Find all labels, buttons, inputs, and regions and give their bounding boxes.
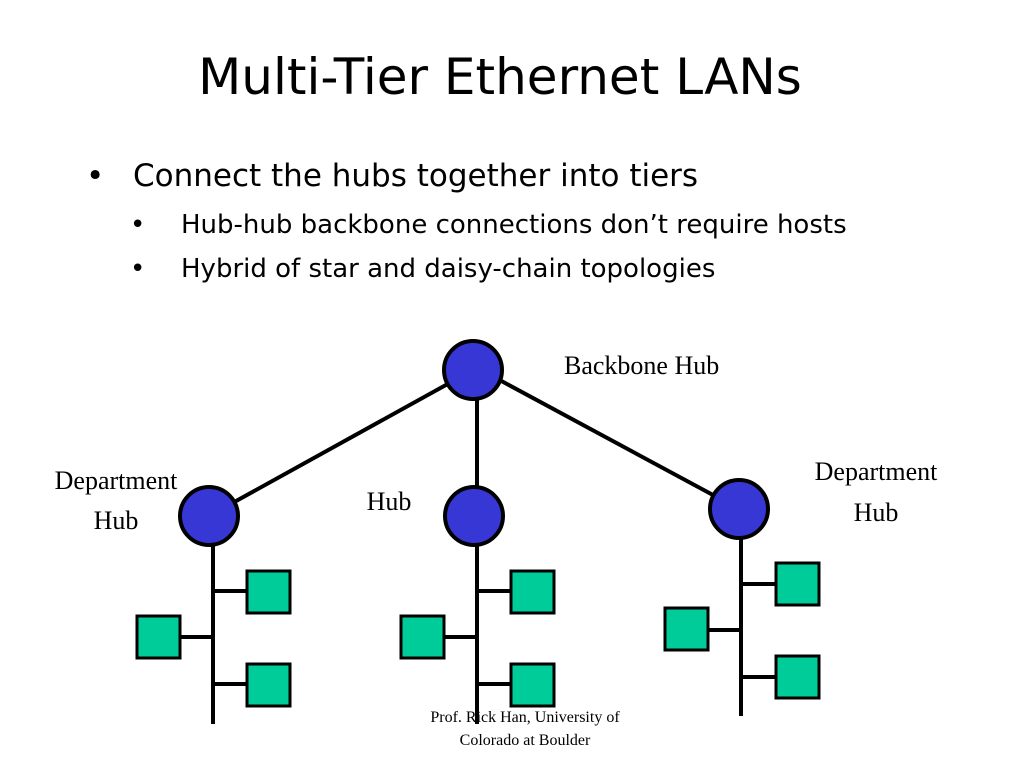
hosts — [135, 561, 821, 708]
host-node — [509, 662, 556, 708]
right-hub-label-line1: Department — [815, 457, 939, 486]
sub-bullet-text: Hub-hub backbone connections don’t requi… — [181, 210, 847, 240]
left-department-hub-node — [178, 485, 240, 547]
slide-title: Multi-Tier Ethernet LANs — [198, 48, 802, 106]
bullet-text: Connect the hubs together into tiers — [133, 158, 699, 194]
backbone-hub-node — [442, 339, 504, 401]
bullet-marker: • — [86, 158, 105, 194]
right-department-hub-node — [708, 478, 770, 540]
bullet-marker: • — [130, 254, 146, 284]
footer-line: Colorado at Boulder — [459, 732, 591, 749]
host-node — [399, 614, 446, 660]
host-node — [245, 662, 292, 708]
left-hub-label-line1: Department — [55, 466, 179, 495]
footer-line: Prof. Rick Han, University of — [430, 709, 620, 726]
bullet-list: • Connect the hubs together into tiers •… — [0, 0, 1024, 300]
host-node — [663, 606, 710, 652]
right-hub-label-line2: Hub — [854, 498, 899, 527]
host-node — [774, 654, 821, 700]
backbone-link-right — [480, 368, 740, 511]
hubs — [178, 339, 770, 547]
host-node — [774, 561, 821, 607]
host-node — [245, 569, 292, 615]
backbone-link-left — [208, 368, 474, 518]
footer-credit: Prof. Rick Han, University of Colorado a… — [372, 706, 678, 752]
bullet-marker: • — [130, 210, 146, 240]
backbone-hub-label: Backbone Hub — [564, 351, 719, 380]
host-node — [509, 569, 556, 615]
sub-bullet-text: Hybrid of star and daisy-chain topologie… — [181, 254, 716, 284]
center-hub-node — [443, 485, 505, 547]
left-hub-label-line2: Hub — [94, 506, 139, 535]
host-node — [135, 614, 182, 660]
center-hub-label: Hub — [367, 487, 412, 516]
